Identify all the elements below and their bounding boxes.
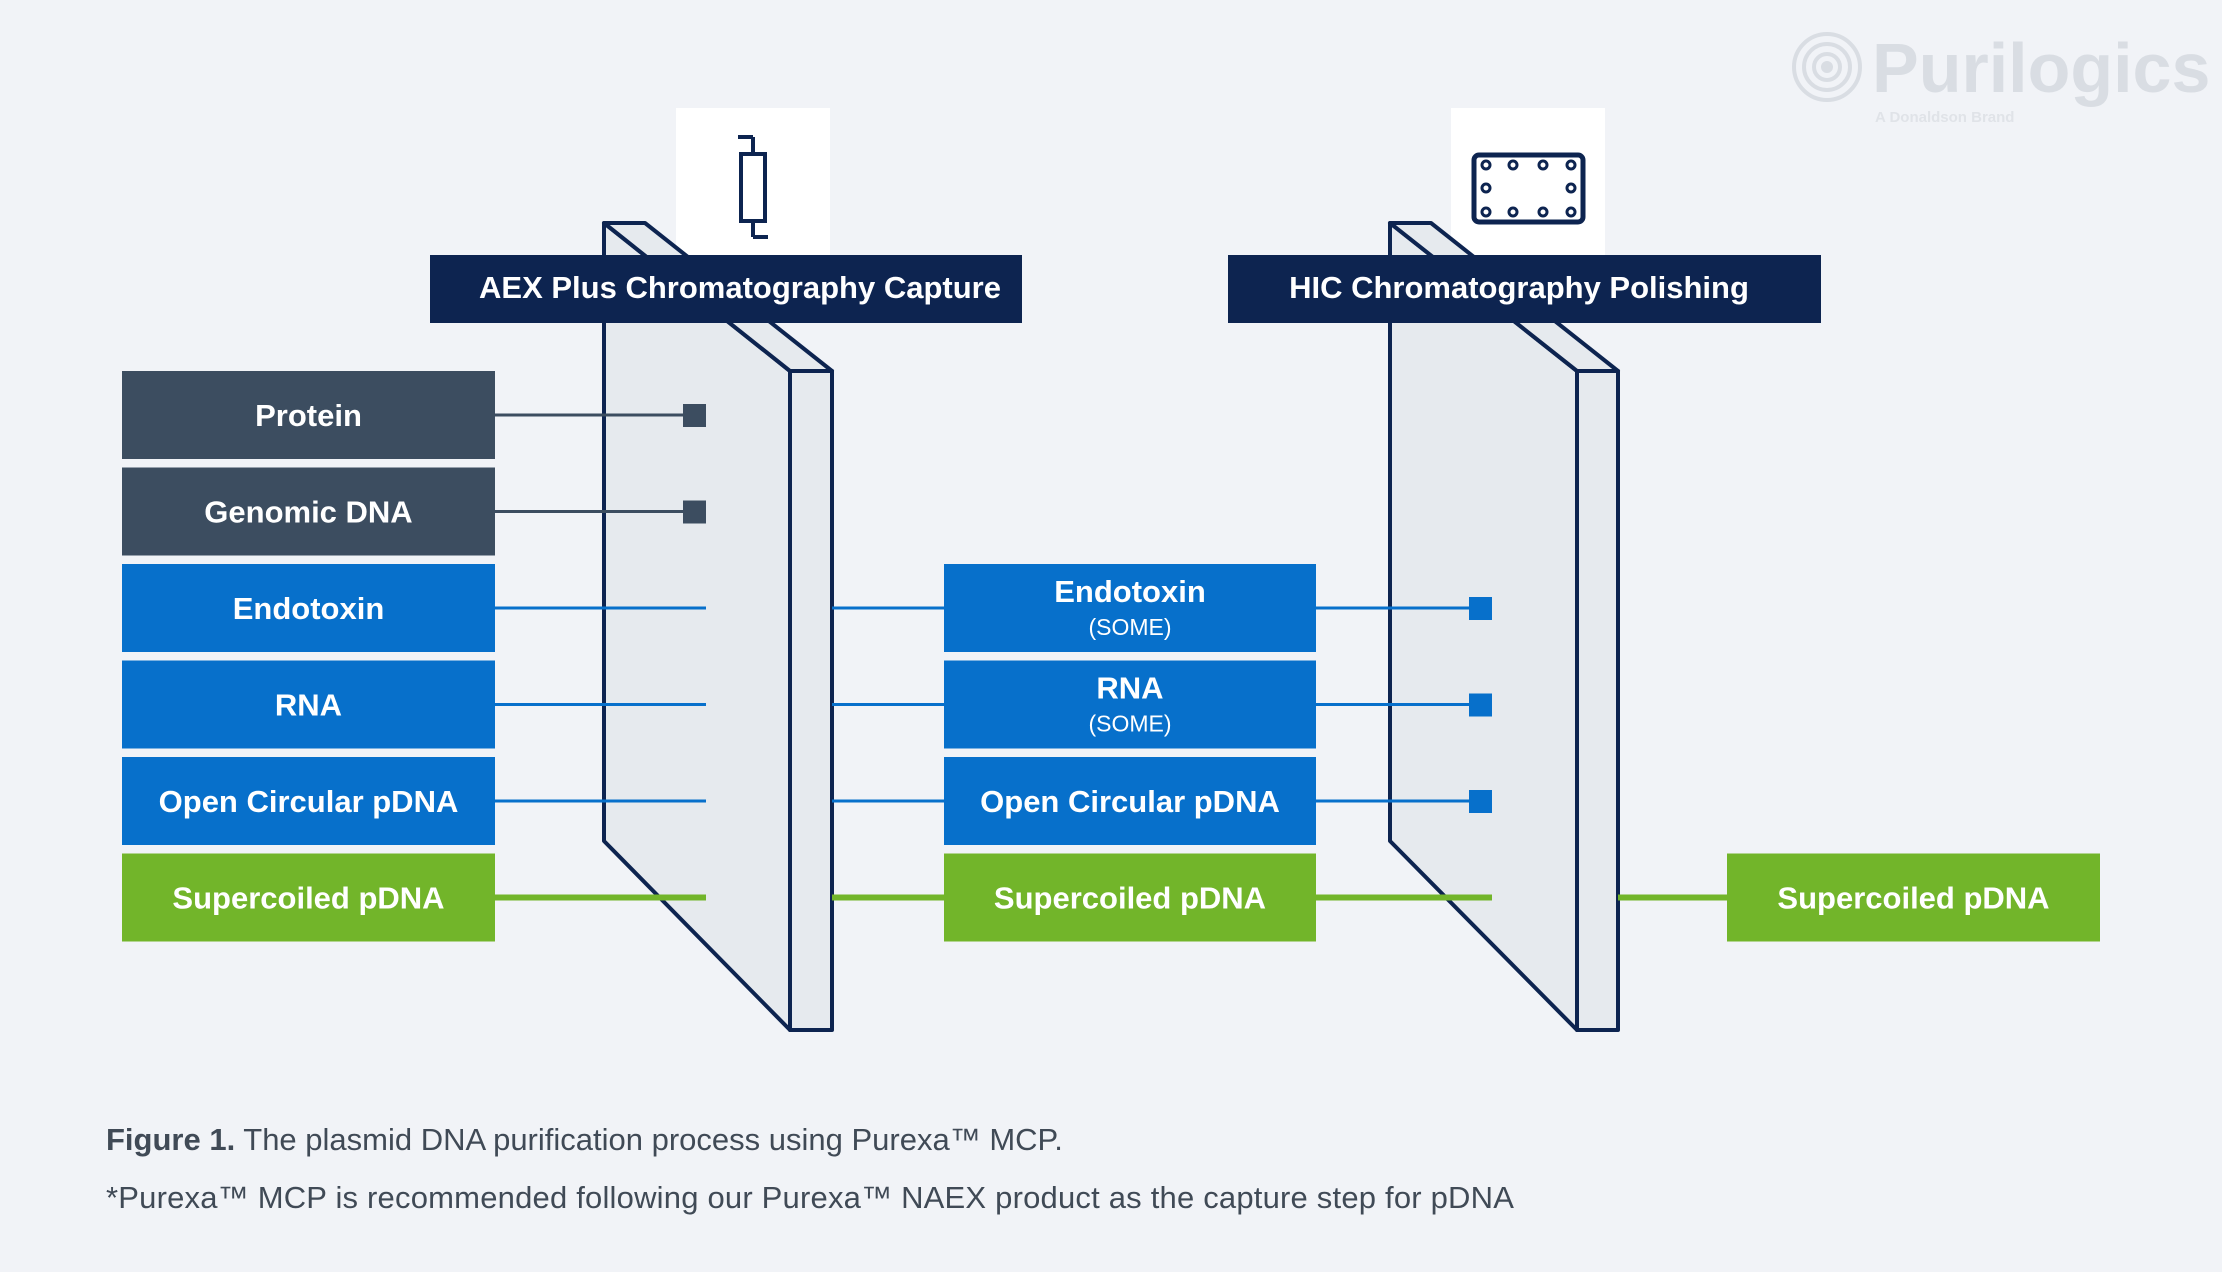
membrane-plate-icon: [1471, 152, 1586, 225]
intermediate-box: [944, 853, 1316, 942]
intermediate-label: RNA: [1096, 671, 1163, 706]
input-rna: RNA: [122, 660, 495, 749]
brand-name: Purilogics: [1872, 29, 2210, 107]
intermediate-box: [944, 757, 1316, 845]
brand-tagline: A Donaldson Brand: [1875, 109, 2014, 126]
input-box: [122, 467, 495, 556]
figure-note: *Purexa™ MCP is recommended following ou…: [106, 1180, 1515, 1215]
hic-column: [1388, 221, 1620, 1032]
aex-column: [602, 221, 834, 1032]
stage1-title: AEX Plus Chromatography Capture: [479, 270, 1001, 305]
figure-text: The plasmid DNA purification process usi…: [235, 1122, 1063, 1157]
output-component: Supercoiled pDNA: [1727, 853, 2100, 942]
stage1-icon-card: [676, 108, 830, 258]
input-protein: Protein: [122, 371, 495, 459]
input-endotoxin: Endotoxin: [122, 564, 495, 652]
input-label: Supercoiled pDNA: [172, 881, 444, 916]
intermediate-open-circular-pdna: Open Circular pDNA: [944, 757, 1316, 845]
input-open-circular-pdna: Open Circular pDNA: [122, 757, 495, 845]
input-label: Endotoxin: [233, 591, 385, 626]
intermediate-sublabel: (SOME): [1088, 711, 1171, 737]
intermediate-endotoxin: Endotoxin (SOME): [944, 564, 1316, 652]
output-supercoiled-pdna: Supercoiled pDNA: [1727, 853, 2100, 942]
intermediate-label: Open Circular pDNA: [980, 784, 1280, 819]
stage2-icon-card: [1451, 108, 1605, 258]
intermediate-box: [944, 564, 1316, 652]
stage1-header: AEX Plus Chromatography Capture: [430, 255, 1022, 323]
intermediate-label: Supercoiled pDNA: [994, 881, 1266, 916]
stage2-header: HIC Chromatography Polishing: [1228, 255, 1821, 323]
input-box: [122, 564, 495, 652]
purilogics-logo-icon: [1792, 32, 1862, 102]
input-label: Protein: [255, 398, 362, 433]
capture-marker: [1469, 693, 1492, 717]
figure-caption: Figure 1. The plasmid DNA purification p…: [106, 1122, 1063, 1158]
chromatography-column-icon: [738, 135, 768, 239]
capture-marker: [1469, 597, 1492, 620]
intermediate-sublabel: (SOME): [1088, 614, 1171, 640]
output-box: [1727, 853, 2100, 942]
brand-logo: Purilogics A Donaldson Brand: [1792, 29, 2210, 126]
input-box: [122, 371, 495, 459]
intermediate-box: [944, 660, 1316, 749]
input-box: [122, 660, 495, 749]
intermediate-rna: RNA (SOME): [944, 660, 1316, 749]
input-box: [122, 757, 495, 845]
stage2-title: HIC Chromatography Polishing: [1289, 270, 1749, 305]
input-box: [122, 853, 495, 942]
capture-marker: [683, 404, 706, 427]
intermediate-components: Endotoxin (SOME) RNA (SOME) Open Circular pD…: [944, 564, 1316, 942]
input-label: Genomic DNA: [204, 495, 412, 530]
capture-marker: [683, 500, 706, 524]
intermediate-supercoiled-pdna: Supercoiled pDNA: [944, 853, 1316, 942]
input-label: RNA: [275, 688, 342, 723]
input-genomic-dna: Genomic DNA: [122, 467, 495, 556]
input-supercoiled-pdna: Supercoiled pDNA: [122, 853, 495, 942]
input-label: Open Circular pDNA: [159, 784, 459, 819]
flow-lines: [495, 404, 1727, 901]
intermediate-label: Endotoxin: [1054, 574, 1206, 609]
output-label: Supercoiled pDNA: [1777, 881, 2049, 916]
figure-label: Figure 1.: [106, 1122, 236, 1157]
capture-marker: [1469, 790, 1492, 813]
